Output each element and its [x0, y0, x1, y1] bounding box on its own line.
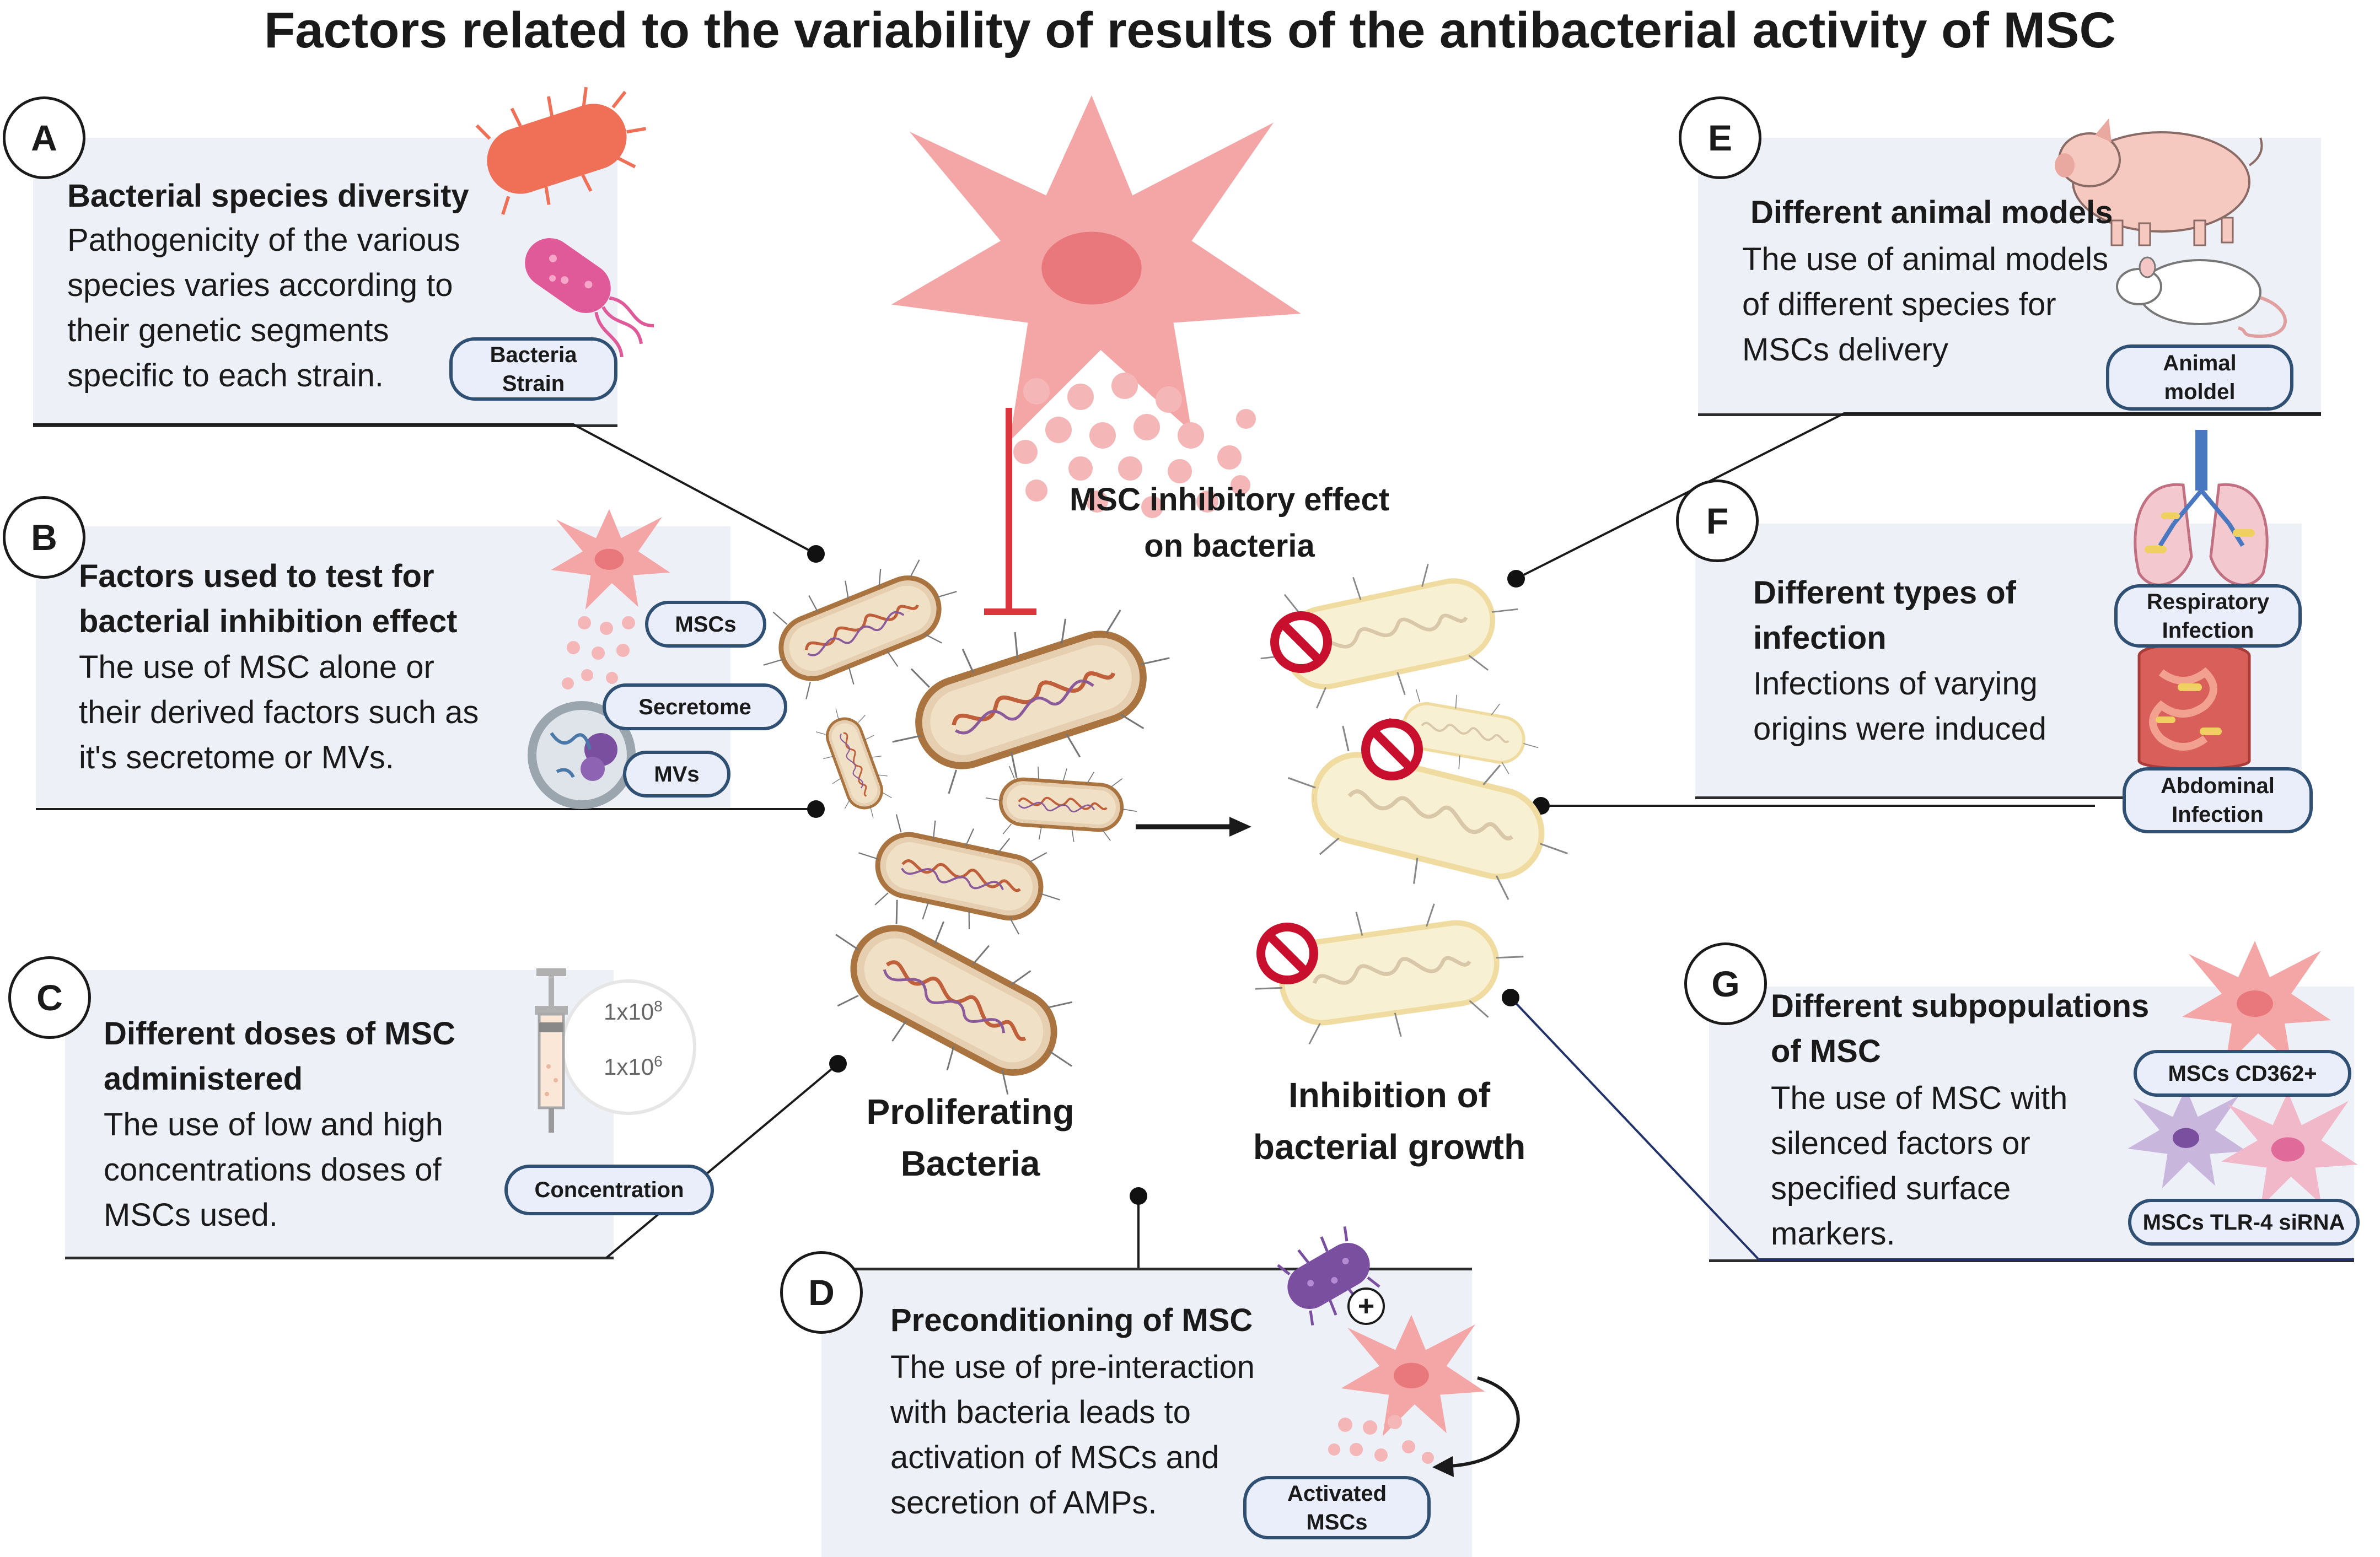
- panel-e-title: Different animal models: [1750, 195, 2113, 230]
- flagellated-bacterium-icon: [525, 238, 654, 358]
- inhibitory-effect-label: MSC inhibitory effect on bacteria: [1069, 482, 1390, 564]
- panel-b-body: The use of MSC alone or their derived fa…: [79, 649, 479, 775]
- tag-mscs: MSCs: [645, 601, 766, 648]
- tag-bacteria-strain: Bacteria Strain: [449, 337, 617, 401]
- plus-sign: +: [1357, 1290, 1375, 1322]
- msc-cd362-icon: [2182, 941, 2331, 1066]
- tag-mscs-tlr4-sirna: MSCs TLR-4 siRNA: [2128, 1199, 2360, 1246]
- dose-high-base: 1x10: [604, 999, 654, 1025]
- panel-f-body: Infections of varying origins were induc…: [1753, 666, 2046, 747]
- panel-d-title: Preconditioning of MSC: [890, 1302, 1253, 1338]
- label-circle-g: G: [1684, 942, 1767, 1025]
- inhibition-growth-label: Inhibition of bacterial growth: [1253, 1075, 1526, 1167]
- syringe-icon: [535, 968, 696, 1133]
- panel-g-body: The use of MSC with silenced factors or …: [1771, 1080, 2068, 1252]
- figure-title: Factors related to the variability of re…: [264, 2, 2116, 58]
- rod-bacterium-icon: [475, 87, 647, 215]
- panel-b-title: Factors used to test for bacterial inhib…: [79, 558, 458, 639]
- proliferating-bacteria-label: Proliferating Bacteria: [866, 1092, 1075, 1183]
- stop-icon: [1366, 723, 1419, 776]
- panel-g-title: Different subpopulations of MSC: [1771, 988, 2150, 1069]
- label-circle-b: B: [3, 496, 85, 579]
- panel-a-title: Bacterial species diversity: [67, 178, 469, 214]
- central-msc-cell: [891, 95, 1301, 441]
- lungs-icon: [2134, 430, 2269, 586]
- label-circle-e: E: [1679, 96, 1761, 179]
- panel-c-title: Different doses of MSC administered: [104, 1016, 456, 1097]
- label-circle-f: F: [1676, 480, 1759, 562]
- dose-low-label: 1x106: [604, 1053, 663, 1080]
- tag-mscs-cd362: MSCs CD362+: [2134, 1050, 2351, 1097]
- tag-animal-model: Animal moldel: [2106, 344, 2293, 411]
- rat-icon: [2116, 256, 2287, 338]
- dose-low-base: 1x10: [604, 1054, 654, 1080]
- tag-concentration: Concentration: [504, 1165, 714, 1215]
- label-circle-d: D: [780, 1251, 863, 1334]
- pig-icon: [2055, 118, 2263, 246]
- activated-msc-icon: [1341, 1314, 1485, 1436]
- panel-f-title: Different types of infection: [1753, 575, 2016, 656]
- microvesicle-icon: [528, 701, 636, 809]
- dose-high-label: 1x108: [604, 998, 663, 1025]
- dose-high-exponent: 8: [654, 998, 663, 1015]
- panel-c-body: The use of low and high concentrations d…: [104, 1107, 443, 1233]
- stop-icon: [1261, 927, 1314, 980]
- intestine-icon: [2137, 642, 2251, 771]
- tag-activated-mscs: Activated MSCs: [1243, 1476, 1431, 1539]
- dose-low-exponent: 6: [654, 1053, 663, 1070]
- panel-d-body: The use of pre-interaction with bacteria…: [890, 1349, 1255, 1521]
- label-circle-a: A: [3, 96, 85, 179]
- msc-cell-icon: [551, 509, 670, 610]
- label-circle-c: C: [8, 956, 91, 1039]
- panel-a-body: Pathogenicity of the various species var…: [67, 222, 460, 394]
- tag-secretome: Secretome: [603, 683, 787, 730]
- purple-bacterium-icon: [1277, 1226, 1380, 1326]
- stop-icon: [1275, 616, 1328, 669]
- tag-mvs: MVs: [623, 751, 730, 798]
- msc-tlr4-icon: [2221, 1092, 2358, 1207]
- tag-abdominal-infection: Abdominal Infection: [2123, 767, 2313, 833]
- tag-respiratory-infection: Respiratory Infection: [2114, 584, 2302, 648]
- msc-purple-icon: [2128, 1087, 2247, 1188]
- panel-e-body: The use of animal models of different sp…: [1742, 241, 2109, 368]
